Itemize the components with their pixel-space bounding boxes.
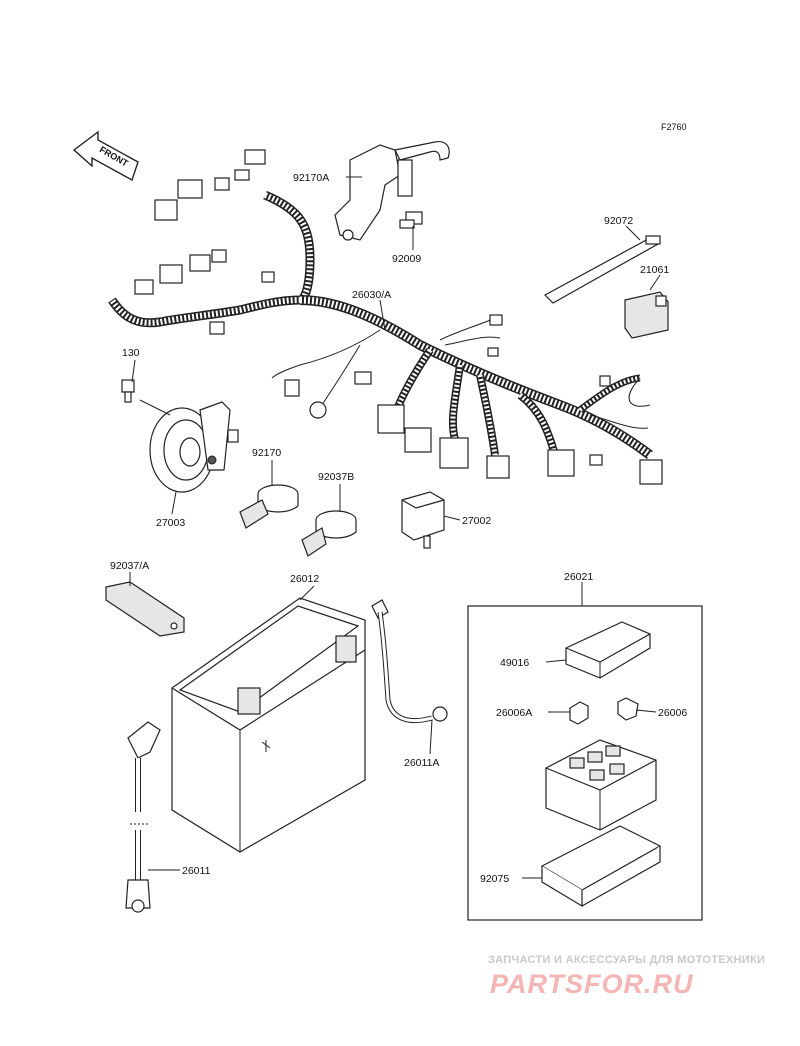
wiring-harness-illustration <box>108 149 663 485</box>
label-27003: 27003 <box>156 517 185 529</box>
label-21061: 21061 <box>640 264 669 276</box>
case-92075-illustration <box>540 825 662 908</box>
label-92170: 92170 <box>252 447 281 459</box>
fuse-26006a-illustration <box>569 701 589 725</box>
cable-26011a-illustration <box>371 599 448 724</box>
part-21061-illustration <box>624 291 669 339</box>
strap-92037a-illustration <box>105 581 185 637</box>
strap-92072-illustration <box>544 235 661 304</box>
label-26012: 26012 <box>290 573 319 585</box>
label-130: 130 <box>122 347 140 359</box>
watermark-tagline: ЗАПЧАСТИ И АКСЕССУАРЫ ДЛЯ МОТОТЕХНИКИ <box>488 954 765 966</box>
leader-lines <box>129 176 661 879</box>
label-92037b: 92037B <box>318 471 354 483</box>
clamp-92037b-illustration <box>301 510 357 557</box>
label-26006: 26006 <box>658 707 687 719</box>
label-26011: 26011 <box>182 865 211 877</box>
bracket-92170a-illustration <box>334 141 450 241</box>
label-26006a: 26006A <box>496 707 532 719</box>
bolt-130-illustration <box>121 379 135 403</box>
label-49016: 49016 <box>500 657 529 669</box>
bolt-92009-illustration <box>399 211 423 229</box>
label-26021: 26021 <box>564 571 593 583</box>
watermark-logo: PARTSFOR.RU <box>490 969 694 999</box>
label-92075: 92075 <box>480 873 509 885</box>
battery-26012-illustration <box>171 597 366 853</box>
clamp-92170-illustration <box>239 484 299 529</box>
label-26011a: 26011A <box>404 757 439 769</box>
relay-27002-illustration <box>401 491 445 549</box>
fuse-26006-illustration <box>617 697 639 721</box>
label-92072: 92072 <box>604 215 633 227</box>
label-92037a: 92037/A <box>110 560 149 572</box>
label-92170a: 92170A <box>293 172 329 184</box>
label-27002: 27002 <box>462 515 491 527</box>
fuse-box-illustration <box>545 739 657 831</box>
label-26030a: 26030/A <box>352 289 391 301</box>
horn-27003-illustration <box>149 401 239 493</box>
cover-49016-illustration <box>565 621 651 679</box>
label-92009: 92009 <box>392 253 421 265</box>
cable-26011-illustration <box>125 721 161 913</box>
fuse-box-group-frame <box>467 605 703 921</box>
front-arrow-icon: FRONT <box>72 130 139 182</box>
figure-code: F2760 <box>661 122 687 132</box>
